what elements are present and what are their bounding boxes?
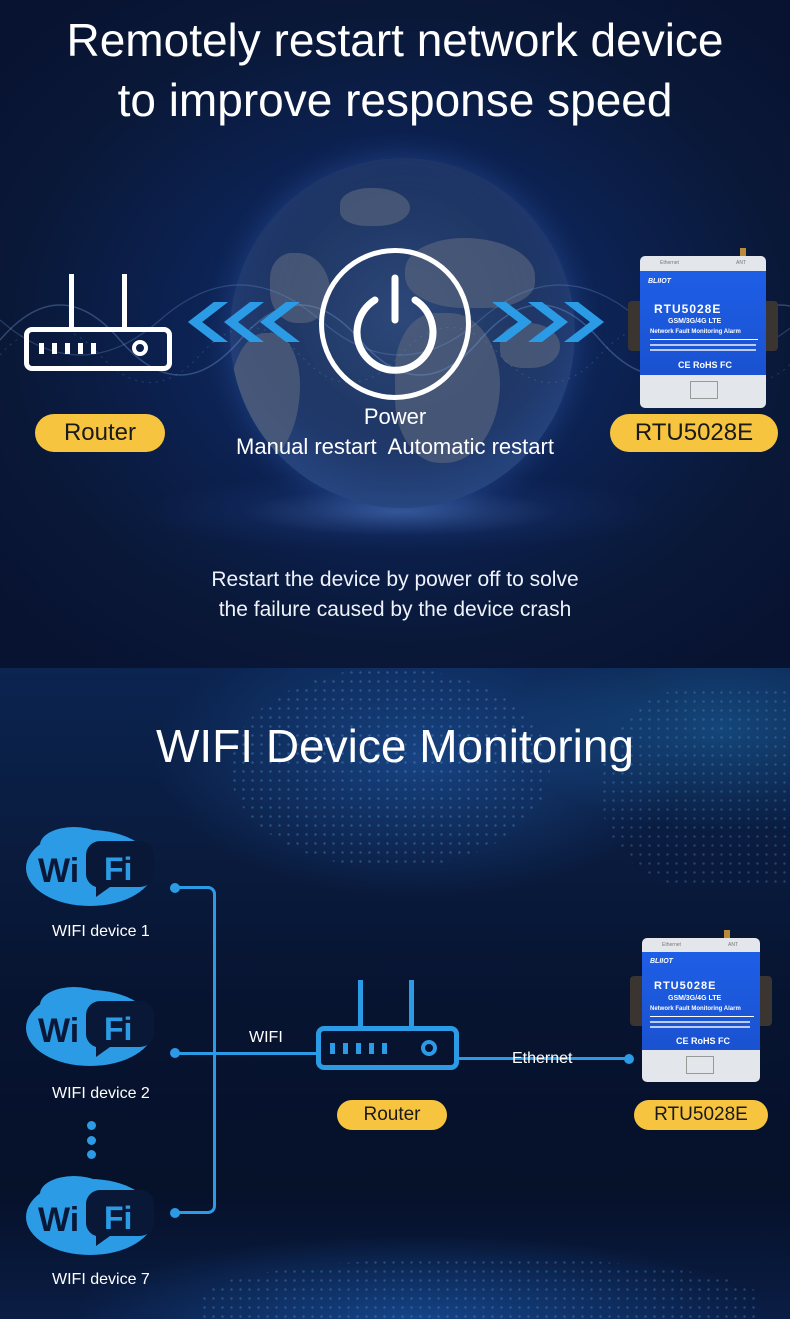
- wifi-logo-icon: Wi Fi: [26, 1176, 154, 1255]
- connector-line: [206, 1204, 216, 1214]
- rtu-device-image: Ethernet ANT BLIIOT RTU5028E GSM/3G/4G L…: [630, 930, 772, 1082]
- svg-text:Wi: Wi: [38, 1012, 79, 1050]
- svg-text:Wi: Wi: [38, 1201, 79, 1239]
- connector-line: [213, 894, 216, 1206]
- remote-restart-section: Remotely restart network device to impro…: [0, 0, 790, 668]
- caption-line-1: Restart the device by power off to solve: [211, 568, 579, 591]
- restart-caption: Restart the device by power off to solve…: [0, 565, 790, 625]
- chevrons-left-icon: [188, 302, 300, 342]
- caption-line-2: the failure caused by the device crash: [218, 598, 572, 621]
- more-devices-dot: [87, 1121, 96, 1130]
- more-devices-dot: [87, 1150, 96, 1159]
- router-badge: Router: [35, 414, 165, 452]
- wifi-link-label: WIFI: [249, 1029, 283, 1046]
- power-icon: [353, 274, 437, 374]
- connector-line: [175, 1211, 209, 1214]
- dot-pattern-decoration: [600, 688, 790, 888]
- rtu-device-image: Ethernet ANT BLIIOT RTU5028E GSM/3G/4G L…: [628, 248, 778, 408]
- connector-dot: [624, 1054, 634, 1064]
- svg-text:Fi: Fi: [104, 851, 132, 887]
- chevrons-right-icon: [492, 302, 604, 342]
- power-button-ring: [319, 248, 471, 400]
- rtu-badge: RTU5028E: [634, 1100, 768, 1130]
- title-line-1: Remotely restart network device: [66, 14, 724, 66]
- title-line-2: to improve response speed: [117, 74, 673, 126]
- power-label: Power: [363, 404, 427, 429]
- router-badge: Router: [337, 1100, 447, 1130]
- wifi-monitoring-section: WIFI Device Monitoring Wi Fi WIFI device…: [0, 668, 790, 1319]
- svg-text:Fi: Fi: [104, 1011, 132, 1047]
- connector-dot: [170, 1208, 180, 1218]
- section1-title: Remotely restart network device to impro…: [0, 10, 790, 130]
- connector-line: [206, 886, 216, 896]
- svg-text:Fi: Fi: [104, 1200, 132, 1236]
- wifi-device-label: WIFI device 7: [52, 1271, 150, 1288]
- connector-line: [175, 886, 209, 889]
- svg-text:Wi: Wi: [38, 852, 79, 890]
- rtu-badge: RTU5028E: [610, 414, 778, 452]
- wifi-device-label: WIFI device 2: [52, 1085, 150, 1102]
- wifi-link-line: [175, 1052, 317, 1055]
- more-devices-dot: [87, 1136, 96, 1145]
- wifi-device-label: WIFI device 1: [52, 923, 150, 940]
- restart-modes-label: Manual restart Automatic restart: [236, 434, 554, 459]
- section2-title: WIFI Device Monitoring: [155, 720, 634, 772]
- wifi-logo-icon: Wi Fi: [26, 827, 154, 906]
- ethernet-link-label: Ethernet: [512, 1050, 573, 1067]
- dot-pattern-decoration: [200, 1258, 760, 1319]
- dot-pattern-decoration: [230, 668, 550, 868]
- wifi-logo-icon: Wi Fi: [26, 987, 154, 1066]
- ethernet-link-line: [459, 1057, 629, 1060]
